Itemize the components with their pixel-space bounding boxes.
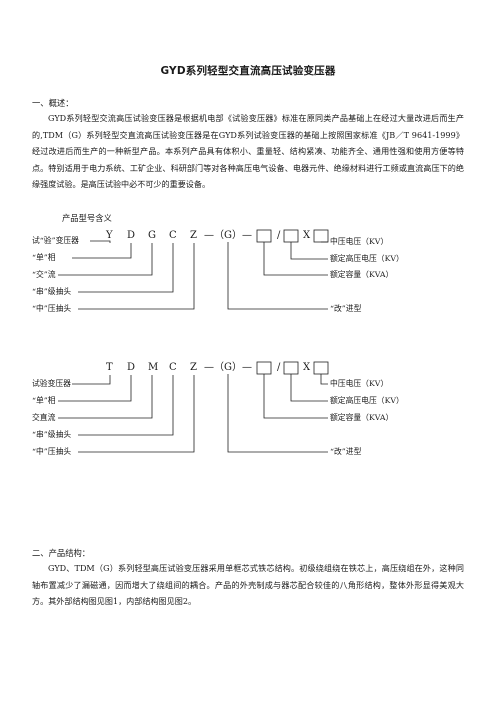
- section-2-text: GYD、TDM（G）系列轻型高压试验变压器采用单框芯式铁芯结构。初级绕组绕在铁芯…: [32, 563, 464, 606]
- connector-line: [58, 375, 132, 402]
- left-label: 试验变压器: [32, 379, 71, 388]
- code-box: [313, 229, 329, 243]
- code-letter: D: [127, 230, 136, 241]
- code-letter: Z: [190, 362, 197, 373]
- code-suffix: —（G）—: [204, 362, 252, 373]
- right-label: 中压电压（KV）: [330, 379, 389, 388]
- section-2-heading: 二、产品结构：: [32, 548, 91, 558]
- section-2-paragraph: GYD、TDM（G）系列轻型高压试验变压器采用单框芯式铁芯结构。初级绕组绕在铁芯…: [32, 560, 464, 610]
- right-label: 额定容量（KVA）: [330, 270, 394, 279]
- left-label: 交直流: [32, 413, 56, 422]
- left-label: 试“验”变压器: [32, 236, 79, 245]
- code-letter: G: [148, 230, 156, 241]
- right-label: 中压电压（KV）: [330, 237, 389, 246]
- code-box: [313, 361, 329, 375]
- left-label: “串”级抽头: [32, 430, 72, 439]
- connector-line: [227, 374, 328, 453]
- code-box: [256, 361, 272, 375]
- code-suffix: —（G）—: [204, 230, 252, 241]
- section-1-text: GYD系列轻型交流高压试验变压器是根据机电部《试验变压器》标准在原同类产品基础上…: [32, 113, 464, 189]
- code-letter: M: [148, 362, 159, 373]
- connector-line: [290, 242, 328, 260]
- code-slash: /: [277, 362, 281, 373]
- connector-line: [72, 243, 132, 259]
- connector-line: [78, 375, 195, 453]
- right-label: “改”进型: [330, 304, 362, 313]
- code-slash: /: [277, 230, 281, 241]
- connector-line: [58, 375, 153, 419]
- code-letter: C: [169, 230, 177, 241]
- code-letter: Y: [106, 230, 113, 241]
- code-letter: C: [169, 362, 177, 373]
- connector-line: [78, 243, 174, 293]
- left-label: “单”相: [32, 396, 56, 405]
- section-1-heading: 一、概述：: [32, 98, 74, 108]
- page-title: GYD系列轻型交直流高压试验变压器: [160, 65, 336, 77]
- right-label: 额定高压电压（KV）: [330, 396, 404, 405]
- left-label: “交”流: [32, 270, 56, 279]
- connector-line: [263, 242, 328, 276]
- connector-line: [72, 375, 111, 385]
- code-letter: D: [127, 362, 136, 373]
- code-letter: T: [106, 362, 113, 373]
- connector-line: [263, 374, 328, 419]
- left-label: “串”级抽头: [32, 287, 72, 296]
- code-letter: X: [303, 230, 311, 241]
- right-label: 额定高压电压（KV）: [330, 254, 404, 263]
- code-box: [283, 361, 299, 375]
- connector-line: [290, 374, 328, 402]
- connector-line: [320, 374, 328, 385]
- section-1-paragraph: GYD系列轻型交流高压试验变压器是根据机电部《试验变压器》标准在原同类产品基础上…: [32, 110, 464, 193]
- code-letter: Z: [190, 230, 197, 241]
- left-label: “中”压抽头: [32, 447, 72, 456]
- connector-line: [78, 243, 195, 310]
- left-label: “单”相: [32, 253, 56, 262]
- left-label: “中”压抽头: [32, 304, 72, 313]
- model-caption: 产品型号含义: [62, 213, 112, 223]
- connector-line: [90, 240, 111, 243]
- connector-line: [78, 375, 174, 436]
- connector-line: [227, 242, 328, 310]
- right-label: 额定容量（KVA）: [330, 413, 394, 422]
- code-box: [283, 229, 299, 243]
- connector-line: [58, 243, 153, 276]
- code-box: [256, 229, 272, 243]
- code-letter: X: [303, 362, 311, 373]
- right-label: “改”进型: [330, 447, 362, 456]
